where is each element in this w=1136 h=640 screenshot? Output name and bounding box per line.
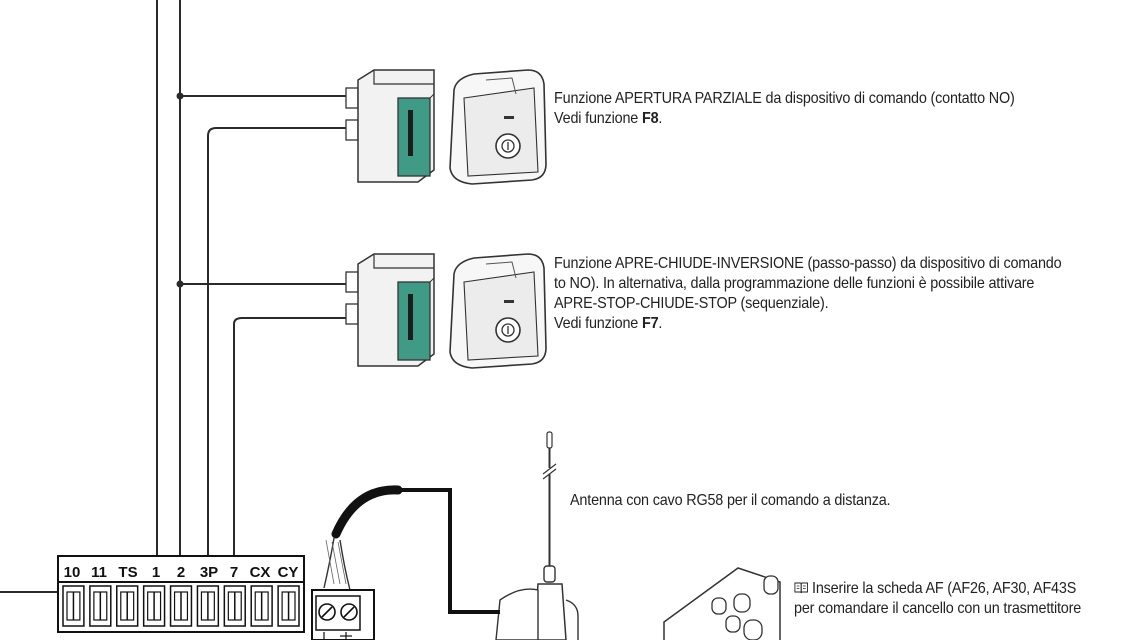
terminal-label: 1 bbox=[152, 564, 160, 581]
receiver-card-line2: per comandare il cancello con un trasmet… bbox=[794, 600, 1082, 617]
terminal-label: 11 bbox=[91, 564, 107, 581]
terminal-label: 10 bbox=[64, 564, 81, 581]
partial-opening-line2: Vedi funzione F8. bbox=[554, 109, 1015, 129]
terminal-label: CX bbox=[250, 564, 271, 581]
antenna-cable bbox=[323, 485, 500, 614]
book-icon bbox=[794, 582, 808, 594]
receiver-card-text1: Inserire la scheda AF (AF26, AF30, AF43S bbox=[812, 580, 1077, 597]
open-close-reverse-line3: APRE-STOP-CHIUDE-STOP (sequenziale). bbox=[554, 295, 829, 312]
main-wires bbox=[0, 0, 346, 593]
antenna-description: Antenna con cavo RG58 per il comando a d… bbox=[570, 491, 891, 511]
open-close-reverse-line1: Funzione APRE-CHIUDE-INVERSIONE (passo-p… bbox=[554, 255, 1062, 272]
antenna bbox=[495, 431, 579, 640]
junction-dots bbox=[176, 92, 184, 288]
terminal-label: TS bbox=[118, 564, 137, 581]
function-code: F8 bbox=[641, 110, 659, 127]
period: . bbox=[658, 110, 663, 127]
see-function-prefix: Vedi funzione bbox=[554, 110, 642, 127]
pushbutton-open-close-reverse bbox=[345, 253, 435, 367]
terminal-label: 3P bbox=[200, 564, 218, 581]
pushbutton-partial-opening bbox=[345, 69, 435, 183]
function-code: F7 bbox=[641, 315, 659, 332]
key-selector-open-close-reverse bbox=[449, 253, 547, 369]
open-close-reverse-line4: Vedi funzione F7. bbox=[554, 314, 1061, 334]
period: . bbox=[658, 315, 663, 332]
terminal-label: 2 bbox=[177, 564, 185, 581]
terminal-block: 10 11 TS 1 2 3P 7 CX CY bbox=[57, 555, 305, 633]
terminal-label: 7 bbox=[230, 564, 238, 581]
open-close-reverse-line2: to NO). In alternativa, dalla programmaz… bbox=[554, 275, 1035, 292]
partial-opening-line1: Funzione APERTURA PARZIALE da dispositiv… bbox=[554, 90, 1015, 107]
partial-opening-description: Funzione APERTURA PARZIALE da dispositiv… bbox=[554, 89, 1015, 129]
receiver-card-description: Inserire la scheda AF (AF26, AF30, AF43S… bbox=[794, 579, 1081, 619]
open-close-reverse-description: Funzione APRE-CHIUDE-INVERSIONE (passo-p… bbox=[554, 254, 1062, 334]
key-selector-partial-opening bbox=[449, 69, 547, 185]
see-function-prefix: Vedi funzione bbox=[554, 315, 642, 332]
terminal-label: CY bbox=[278, 564, 299, 581]
antenna-line1: Antenna con cavo RG58 per il comando a d… bbox=[570, 492, 891, 509]
receiver-card-line1: Inserire la scheda AF (AF26, AF30, AF43S bbox=[794, 579, 1081, 599]
receiver-card bbox=[663, 567, 781, 640]
antenna-connector bbox=[311, 589, 375, 640]
